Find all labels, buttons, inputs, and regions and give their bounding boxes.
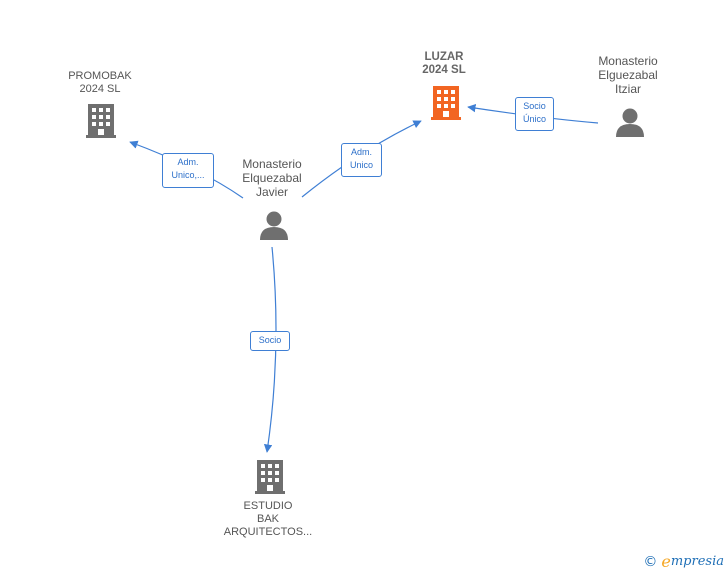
empresia-logo[interactable]: © e mpresia [643,552,724,571]
edge-label-itziar-luzar[interactable]: Socio Único [515,97,554,131]
person-icon[interactable] [260,211,288,241]
brand-name: mpresia [670,554,724,569]
edge-label-javier-promobak[interactable]: Adm. Unico,... [162,153,214,188]
edge-label-javier-estudio[interactable]: Socio [250,331,290,351]
building-icon[interactable] [431,86,461,120]
brand-initial: e [661,552,671,571]
edge-label-javier-luzar[interactable]: Adm. Unico [341,143,382,177]
company-label-promobak[interactable]: PROMOBAK 2024 SL [68,70,132,95]
person-icon[interactable] [616,108,644,138]
company-label-estudio[interactable]: ESTUDIO BAK ARQUITECTOS... [223,500,313,538]
building-icon[interactable] [86,104,116,138]
copyright-icon: © [643,553,658,570]
person-label-javier[interactable]: Monasterio Elquezabal Javier [242,157,302,199]
company-label-luzar[interactable]: LUZAR 2024 SL [422,51,466,76]
building-icon[interactable] [255,460,285,494]
person-label-itziar[interactable]: Monasterio Elguezabal Itziar [598,54,658,96]
